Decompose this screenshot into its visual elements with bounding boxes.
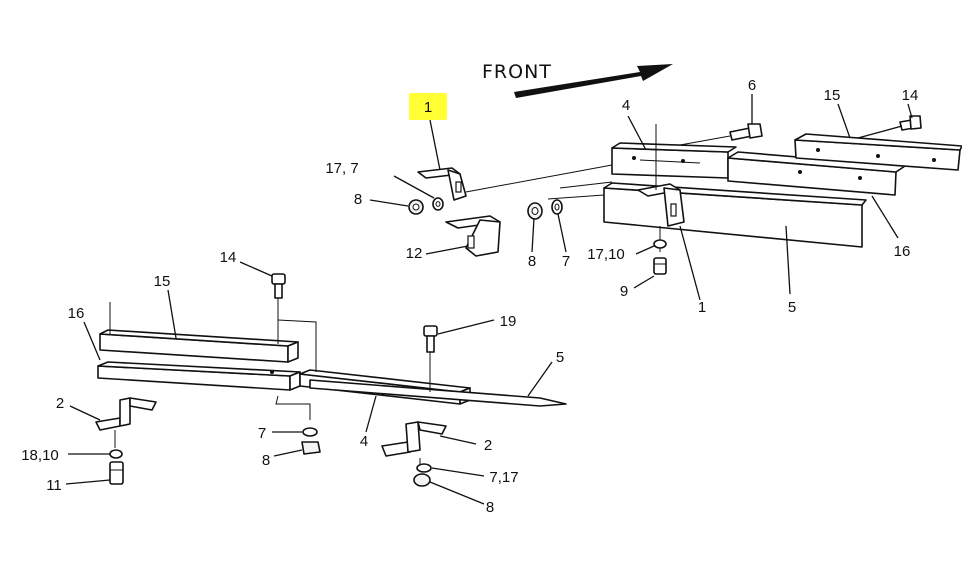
part-16-lower-rail xyxy=(97,361,301,391)
part-1-bracket-right xyxy=(637,183,685,227)
callout-5-upper: 5 xyxy=(788,299,796,316)
callout-14-upper: 14 xyxy=(902,87,919,104)
callout-9: 9 xyxy=(620,283,628,300)
part-1-bracket-exploded xyxy=(417,167,467,201)
callout-8-lower-right: 8 xyxy=(486,499,494,516)
callout-6: 6 xyxy=(748,77,756,94)
callout-1: 1 xyxy=(698,299,706,316)
part-7-washer-b xyxy=(551,199,563,215)
callout-14-lower: 14 xyxy=(220,249,237,266)
callout-12: 12 xyxy=(406,245,423,262)
part-7-17-washer xyxy=(416,463,432,473)
callout-15-lower: 15 xyxy=(154,273,171,290)
highlight-box xyxy=(409,93,447,120)
callout-5-lower: 5 xyxy=(556,349,564,366)
leader-lines xyxy=(65,94,913,505)
callout-2-left: 2 xyxy=(56,395,64,412)
callout-15-upper: 15 xyxy=(824,87,841,104)
callout-16-lower: 16 xyxy=(68,305,85,322)
callout-4-lower: 4 xyxy=(360,433,368,450)
part-7-washer-a xyxy=(432,197,444,211)
part-18-10-washer xyxy=(109,449,123,459)
callout-17-7: 17, 7 xyxy=(325,160,358,177)
part-8-nut-b xyxy=(527,202,543,220)
callout-19: 19 xyxy=(500,313,517,330)
callout-2-right: 2 xyxy=(484,437,492,454)
callout-4-upper: 4 xyxy=(622,97,630,114)
part-8-nut-c xyxy=(301,441,321,455)
part-2-bracket-right xyxy=(381,421,447,457)
part-19-bolt xyxy=(423,325,438,353)
part-14-lower-bolt xyxy=(271,273,286,299)
part-12-bracket xyxy=(445,215,501,257)
guide-line xyxy=(547,194,605,200)
guide-line xyxy=(559,181,613,189)
callout-7-lower: 7 xyxy=(258,425,266,442)
callout-7-upper: 7 xyxy=(562,253,570,270)
callout-16-upper: 16 xyxy=(894,243,911,260)
callout-8-upper-mid: 8 xyxy=(528,253,536,270)
callout-11: 11 xyxy=(46,477,62,494)
front-label: FRONT xyxy=(482,61,552,83)
part-14-upper-bolt xyxy=(899,115,922,131)
callout-labels: 1 1 2 2 4 4 5 5 6 7 7 8 8 8 8 9 11 12 14… xyxy=(21,77,918,516)
part-7-washer-c xyxy=(302,427,318,437)
callout-8-lower-left: 8 xyxy=(262,452,270,469)
part-11-bolt xyxy=(109,461,124,485)
callout-7-17: 7,17 xyxy=(489,469,518,486)
callout-17-10: 17,10 xyxy=(587,246,625,263)
part-15-upper-plate xyxy=(794,133,962,171)
part-4-upper-channel xyxy=(611,142,737,179)
part-17-10-washer xyxy=(653,239,667,249)
front-arrow-icon xyxy=(514,64,673,98)
callout-18-10: 18,10 xyxy=(21,447,59,464)
part-8-nut-d xyxy=(413,473,431,487)
callout-1-highlighted: 1 xyxy=(424,99,432,116)
part-5-lower-blade xyxy=(309,379,567,407)
part-2-bracket-left xyxy=(95,397,157,431)
callout-8-upper-left: 8 xyxy=(354,191,362,208)
part-9-bolt xyxy=(653,257,667,275)
part-8-nut-a xyxy=(408,199,424,215)
part-15-lower-plate xyxy=(99,329,299,363)
part-6-bolt xyxy=(729,123,763,141)
